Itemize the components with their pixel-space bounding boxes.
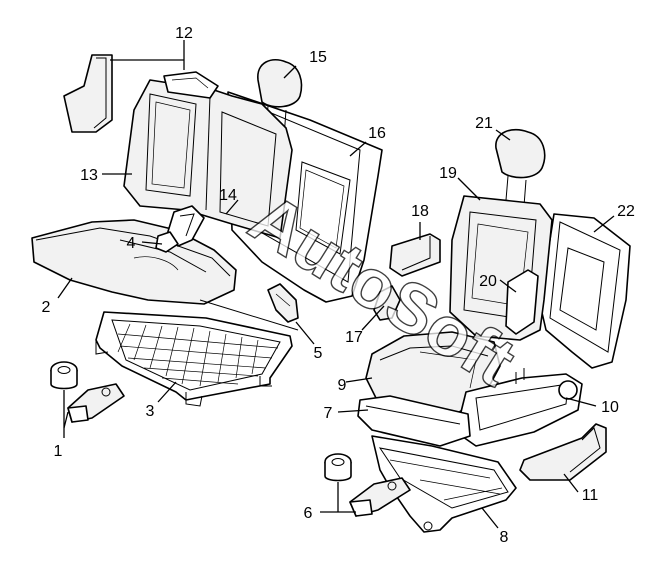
part-8-pedestal (371, 435, 517, 533)
callout-labels: 12 13 15 16 14 4 2 5 3 1 21 19 18 22 20 … (42, 25, 635, 546)
callout-8: 8 (500, 529, 509, 546)
callout-10: 10 (601, 399, 619, 416)
part-22-backrest-frame (539, 213, 631, 369)
part-21-headrest (495, 128, 546, 207)
part-20-side-trim (505, 269, 539, 335)
part-18-cushion-pad (389, 233, 441, 277)
leader-lines (57, 40, 615, 529)
callout-5: 5 (314, 345, 323, 362)
callout-20: 20 (479, 273, 497, 290)
part-7-seat-pan (357, 395, 471, 447)
callout-6: 6 (304, 505, 313, 522)
callout-15: 15 (309, 49, 327, 66)
callout-2: 2 (42, 299, 51, 316)
callout-22: 22 (617, 203, 635, 220)
callout-21: 21 (475, 115, 493, 132)
part-11-side-cover (519, 423, 607, 481)
callout-4: 4 (127, 235, 136, 252)
callout-9: 9 (338, 377, 347, 394)
part-12-trim-panel (63, 54, 113, 133)
callout-3: 3 (146, 403, 155, 420)
callout-13: 13 (80, 167, 98, 184)
part-17-belt-buckle (373, 285, 401, 321)
part-10-seat-rail (455, 368, 583, 447)
callout-1: 1 (54, 443, 63, 460)
callout-17: 17 (345, 329, 363, 346)
callout-16: 16 (368, 125, 386, 142)
callout-18: 18 (411, 203, 429, 220)
callout-12: 12 (175, 25, 193, 42)
callout-11: 11 (582, 487, 599, 504)
part-13-backrest (123, 71, 293, 239)
part-3-seat-frame (95, 299, 299, 407)
part-1-mount-bracket (50, 361, 125, 423)
part-5-anchor (267, 283, 299, 323)
callout-14: 14 (219, 187, 237, 204)
callout-19: 19 (439, 165, 457, 182)
part-4-buckle (155, 231, 179, 253)
callout-7: 7 (324, 405, 333, 422)
